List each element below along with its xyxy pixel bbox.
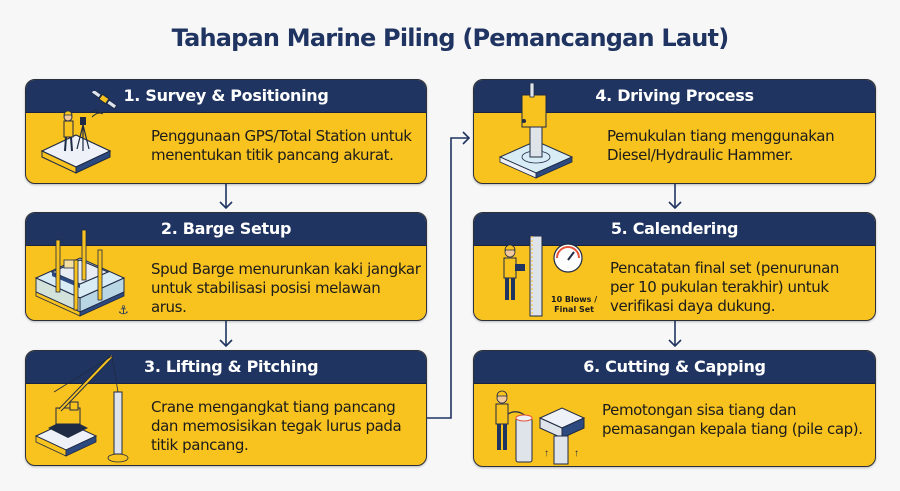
svg-text:↑: ↑ — [544, 448, 549, 459]
step-description: Spud Barge menurunkan kaki jangkar untuk… — [151, 260, 421, 316]
step-card-lifting: 3. Lifting & Pitching Crane mengangkat t… — [25, 350, 427, 466]
surveyor-satellite-icon — [40, 91, 118, 174]
step-card-survey: 1. Survey & Positioning Penggunaan GPS/T… — [25, 79, 427, 184]
crane-icon — [34, 354, 129, 463]
step-description: Pemotongan sisa tiang dan pemasangan kep… — [602, 401, 863, 438]
spud-barge-icon: ⚓ — [34, 229, 129, 317]
step-description: Pemukulan tiang menggunakan Diesel/Hydra… — [607, 127, 835, 164]
step-description: Penggunaan GPS/Total Station untuk menen… — [151, 127, 412, 164]
step-card-barge: 2. Barge Setup ⚓ Spud Barge menurunkan k… — [25, 212, 427, 321]
pile-cap-icon: ↑ ↑ — [495, 390, 586, 465]
svg-text:⚓: ⚓ — [118, 303, 129, 317]
pile-hammer-icon — [498, 83, 574, 179]
step-title: 2. Barge Setup — [26, 213, 426, 246]
gauge-worker-icon — [503, 236, 583, 317]
step-title: 1. Survey & Positioning — [26, 80, 426, 113]
step-card-calendering: 5. Calendering 10 Blows / Final Set Penc… — [473, 212, 876, 321]
step-title: 6. Cutting & Capping — [474, 351, 875, 384]
step-description: Pencatatan final set (penurunan per 10 p… — [610, 259, 839, 315]
gauge-label: 10 Blows / Final Set — [551, 295, 598, 314]
step-description: Crane mengangkat tiang pancang dan memos… — [151, 398, 402, 454]
step-card-driving: 4. Driving Process Pemukulan tiang mengg… — [473, 79, 876, 184]
page-title: Tahapan Marine Piling (Pemancangan Laut) — [171, 24, 730, 52]
svg-text:↑: ↑ — [574, 448, 579, 459]
step-card-cutting: 6. Cutting & Capping ↑ ↑ Pemotongan sisa… — [473, 350, 876, 467]
